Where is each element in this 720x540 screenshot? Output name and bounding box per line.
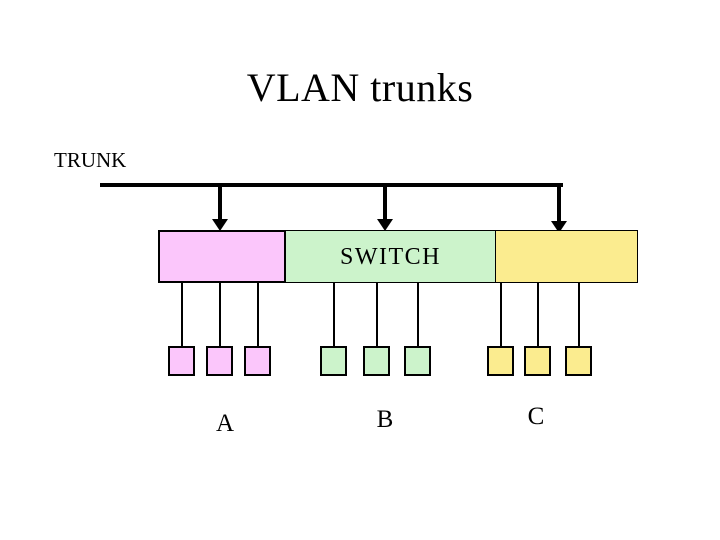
port-line bbox=[257, 283, 259, 347]
vlan-b-label: B bbox=[376, 406, 394, 433]
host-box-vlan-c bbox=[565, 346, 592, 376]
host-box-vlan-a bbox=[244, 346, 271, 376]
host-box-vlan-c bbox=[524, 346, 551, 376]
down-arrow-icon bbox=[212, 219, 228, 231]
trunk-label: TRUNK bbox=[54, 148, 127, 172]
trunk-arrow-stem-3 bbox=[557, 185, 561, 223]
switch-section-vlan-a bbox=[158, 230, 286, 283]
host-box-vlan-b bbox=[320, 346, 347, 376]
port-line bbox=[219, 283, 221, 347]
trunk-arrow-stem-1 bbox=[218, 186, 222, 220]
switch-section-vlan-c bbox=[495, 230, 638, 283]
host-box-vlan-a bbox=[206, 346, 233, 376]
port-line bbox=[578, 283, 580, 347]
switch-label: SWITCH bbox=[340, 244, 441, 270]
port-line bbox=[181, 283, 183, 347]
trunk-arrow-stem-2 bbox=[383, 186, 387, 220]
host-box-vlan-b bbox=[404, 346, 431, 376]
port-line bbox=[333, 283, 335, 347]
host-box-vlan-b bbox=[363, 346, 390, 376]
port-line bbox=[500, 283, 502, 347]
switch-section-vlan-b bbox=[285, 230, 496, 283]
slide-title: VLAN trunks bbox=[246, 65, 474, 110]
port-line bbox=[417, 283, 419, 347]
port-line bbox=[376, 283, 378, 347]
host-box-vlan-a bbox=[168, 346, 195, 376]
vlan-c-label: C bbox=[527, 403, 545, 430]
port-line bbox=[537, 283, 539, 347]
vlan-a-label: A bbox=[215, 410, 235, 437]
trunk-line bbox=[100, 183, 563, 187]
down-arrow-icon bbox=[377, 219, 393, 231]
host-box-vlan-c bbox=[487, 346, 514, 376]
